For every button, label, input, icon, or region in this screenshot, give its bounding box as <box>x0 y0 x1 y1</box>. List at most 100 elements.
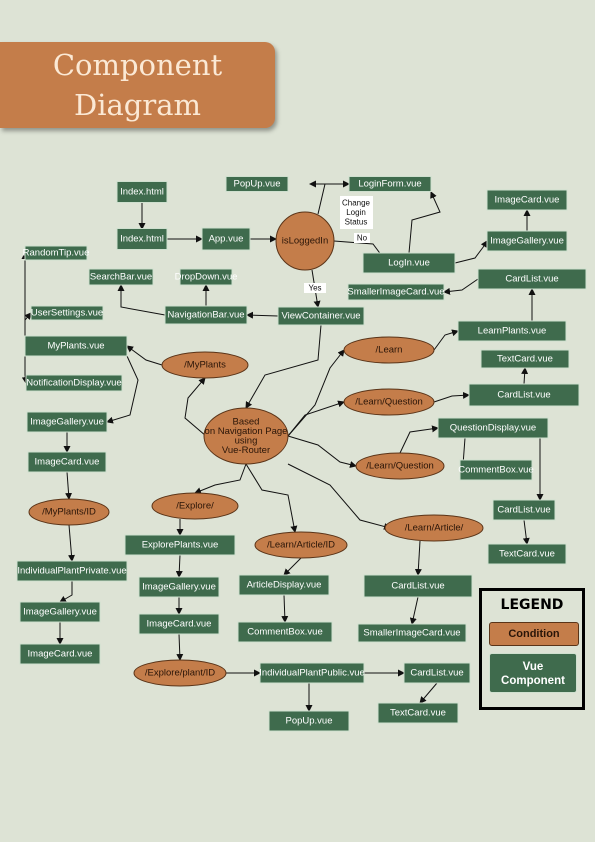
component-node-navigationbar: NavigationBar.vue <box>164 305 248 325</box>
node-label: LearnPlants.vue <box>478 326 547 337</box>
edge-router_cond-to-learn_cond <box>287 349 345 437</box>
component-node-popup-top: PopUp.vue <box>225 176 289 192</box>
component-shape <box>437 417 549 439</box>
legend-title: LEGEND <box>500 597 564 613</box>
condition-node-myplantsid-cond: /MyPlants/ID <box>28 498 110 526</box>
edge-learnarticleid_cond-to-articledisplay <box>283 557 302 576</box>
node-label: Vue-Router <box>222 445 270 456</box>
component-node-commentbox-r: CommentBox.vue <box>458 459 534 481</box>
note-line-3: Status <box>345 218 368 227</box>
component-node-individualplantprivate: IndividualPlantPrivate.vue <box>16 560 128 582</box>
node-label: /Learn <box>376 345 403 356</box>
component-node-imagegallery-m: ImageGallery.vue <box>138 576 220 598</box>
condition-node-isloggedin: isLoggedIn <box>275 211 335 271</box>
edge-label-bg <box>354 233 370 243</box>
node-label: CardList.vue <box>391 581 444 592</box>
component-shape <box>19 601 101 623</box>
edge-login-to-loginform <box>408 191 441 254</box>
component-shape <box>19 643 101 665</box>
node-label: UserSettings.vue <box>31 308 103 319</box>
component-node-smallerimagecard-bot: SmallerImageCard.vue <box>357 623 467 643</box>
node-label: IndividualPlantPrivate.vue <box>17 566 126 577</box>
component-node-smallerimagecard-top: SmallerImageCard.vue <box>347 283 445 301</box>
edge-viewcontainer-to-router_cond <box>245 324 322 409</box>
condition-node-learnarticle-cond: /Learn/Article/ <box>384 514 484 542</box>
node-label: TextCard.vue <box>497 354 553 365</box>
component-shape <box>477 268 587 290</box>
node-label: App.vue <box>209 234 244 245</box>
component-node-notificationdisplay: NotificationDisplay.vue <box>25 374 123 392</box>
component-shape <box>347 283 445 301</box>
component-node-imagegallery-l1: ImageGallery.vue <box>26 411 108 433</box>
component-shape <box>25 374 123 392</box>
component-node-imagegallery-l2: ImageGallery.vue <box>19 601 101 623</box>
node-label: /Explore/plant/ID <box>145 668 215 679</box>
component-shape <box>88 268 154 286</box>
component-shape <box>480 349 570 369</box>
component-shape <box>277 306 365 326</box>
node-label: ViewContainer.vue <box>281 311 360 322</box>
node-label: QuestionDisplay.vue <box>450 423 536 434</box>
node-label: LogIn.vue <box>388 258 430 269</box>
condition-shape <box>133 659 227 687</box>
component-shape <box>26 411 108 433</box>
node-label: MyPlants.vue <box>47 341 104 352</box>
component-node-questiondisplay: QuestionDisplay.vue <box>437 417 549 439</box>
node-label: LoginForm.vue <box>358 179 421 190</box>
node-label: /MyPlants <box>184 360 226 371</box>
component-shape <box>164 305 248 325</box>
component-shape <box>348 176 432 192</box>
component-node-commentbox-m: CommentBox.vue <box>237 621 333 643</box>
node-label: CardList.vue <box>410 668 463 679</box>
title-line-1: Component <box>52 48 223 82</box>
component-node-popup-bot: PopUp.vue <box>268 710 350 732</box>
node-label: ImageCard.vue <box>147 619 212 630</box>
edge-router_cond-to-myplants_cond <box>184 377 207 437</box>
component-shape <box>259 662 365 684</box>
legend-component-line-2: Component <box>501 675 565 687</box>
change-login-status-note: Change Login Status <box>340 196 373 229</box>
component-shape <box>468 383 580 407</box>
node-label: ImageGallery.vue <box>30 417 104 428</box>
component-shape <box>363 574 473 598</box>
legend-condition-swatch: Condition <box>489 622 579 646</box>
component-shape <box>16 560 128 582</box>
condition-node-explore-cond: /Explore/ <box>151 492 239 520</box>
condition-node-learnquestion-cond2: /Learn/Question <box>355 452 445 480</box>
edge-viewcontainer-to-navigationbar <box>246 311 279 319</box>
node-label: ArticleDisplay.vue <box>247 580 322 591</box>
component-shape <box>201 227 251 251</box>
component-shape <box>124 534 236 556</box>
condition-shape <box>343 336 435 364</box>
condition-node-exploreplantid-cond: /Explore/plant/ID <box>133 659 227 687</box>
condition-node-learnquestion-cond: /Learn/Question <box>343 388 435 416</box>
node-label: SmallerImageCard.vue <box>347 287 444 298</box>
node-label: /Learn/Article/ID <box>267 540 335 551</box>
node-label: NotificationDisplay.vue <box>26 378 121 389</box>
edge-imagecard_l1-to-myplantsid_cond <box>65 471 73 500</box>
component-node-exploreplants: ExplorePlants.vue <box>124 534 236 556</box>
edge-myplants_vue-to-imagegallery_l1 <box>106 355 139 424</box>
edge-cardlist_tr-to-smallerimagecard_top <box>443 278 479 295</box>
title-line-2: Diagram <box>73 88 202 122</box>
component-shape <box>377 702 459 724</box>
edge-learnquestion_cond-to-cardlist_r2 <box>433 391 470 403</box>
component-shape <box>486 230 568 252</box>
component-shape <box>225 176 289 192</box>
condition-node-learnarticleid-cond: /Learn/Article/ID <box>254 531 348 559</box>
node-label: ImageGallery.vue <box>23 607 97 618</box>
component-node-cardlist-r2: CardList.vue <box>468 383 580 407</box>
edge-router_cond-to-learnarticleid_cond <box>245 463 298 533</box>
component-shape <box>238 574 330 596</box>
component-node-imagegallery-tr: ImageGallery.vue <box>486 230 568 252</box>
component-shape <box>457 320 567 342</box>
component-shape <box>268 710 350 732</box>
component-shape <box>116 228 168 250</box>
node-label: /Learn/Question <box>355 397 423 408</box>
component-node-app: App.vue <box>201 227 251 251</box>
edge-exploreplants-to-imagegallery_m <box>175 554 183 578</box>
component-node-cardlist-r3: CardList.vue <box>492 499 556 521</box>
edge-cardlist_b-to-textcard_b <box>419 682 438 704</box>
edge-router_cond-to-learnarticle_cond <box>287 463 391 530</box>
node-label: SearchBar.vue <box>90 272 152 283</box>
